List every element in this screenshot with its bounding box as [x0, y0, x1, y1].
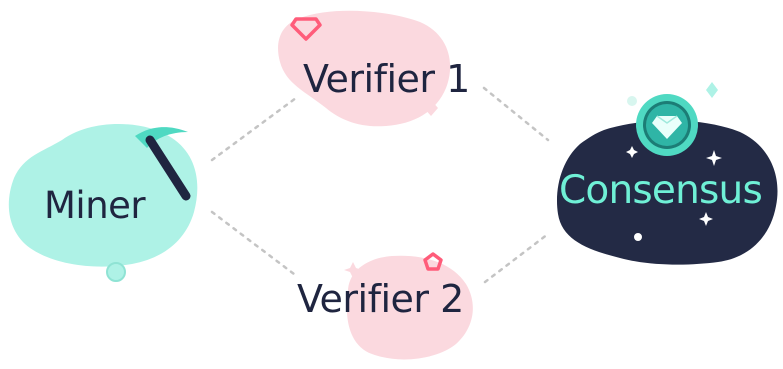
connector-miner-verifier1: [210, 96, 298, 162]
sparkle-icon: [706, 150, 722, 166]
sparkle-icon: [706, 82, 718, 98]
connector-verifier1-consensus: [482, 86, 550, 142]
gem-icon: [290, 17, 322, 41]
connector-miner-verifier2: [210, 210, 296, 276]
diamond-coin-icon: [636, 94, 698, 156]
pickaxe-icon: [135, 127, 191, 201]
sparkle-icon: [424, 100, 438, 116]
consensus-blob: [556, 120, 778, 265]
verifier-1-node: [278, 10, 451, 127]
bubble-decoration: [106, 262, 126, 282]
star-dot: [634, 233, 642, 241]
consensus-node: [556, 82, 778, 265]
miner-node: [8, 124, 198, 282]
verifier-1-blob: [278, 10, 451, 127]
connector-verifier2-consensus: [483, 232, 550, 284]
sparkle-icon: [699, 212, 713, 226]
consensus-label: Consensus: [559, 168, 763, 213]
verifier-2-blob: [346, 255, 473, 360]
bubble-decoration: [627, 96, 637, 106]
verifier-1-label: Verifier 1: [303, 57, 470, 101]
sparkle-icon: [626, 146, 638, 158]
miner-blob: [8, 124, 198, 267]
verifier-2-label: Verifier 2: [297, 277, 464, 321]
verifier-2-node: [344, 252, 473, 360]
miner-label: Miner: [44, 184, 146, 227]
connectors: [210, 86, 550, 284]
pentagon-gem-icon: [423, 252, 443, 271]
sparkle-icon: [344, 262, 362, 278]
